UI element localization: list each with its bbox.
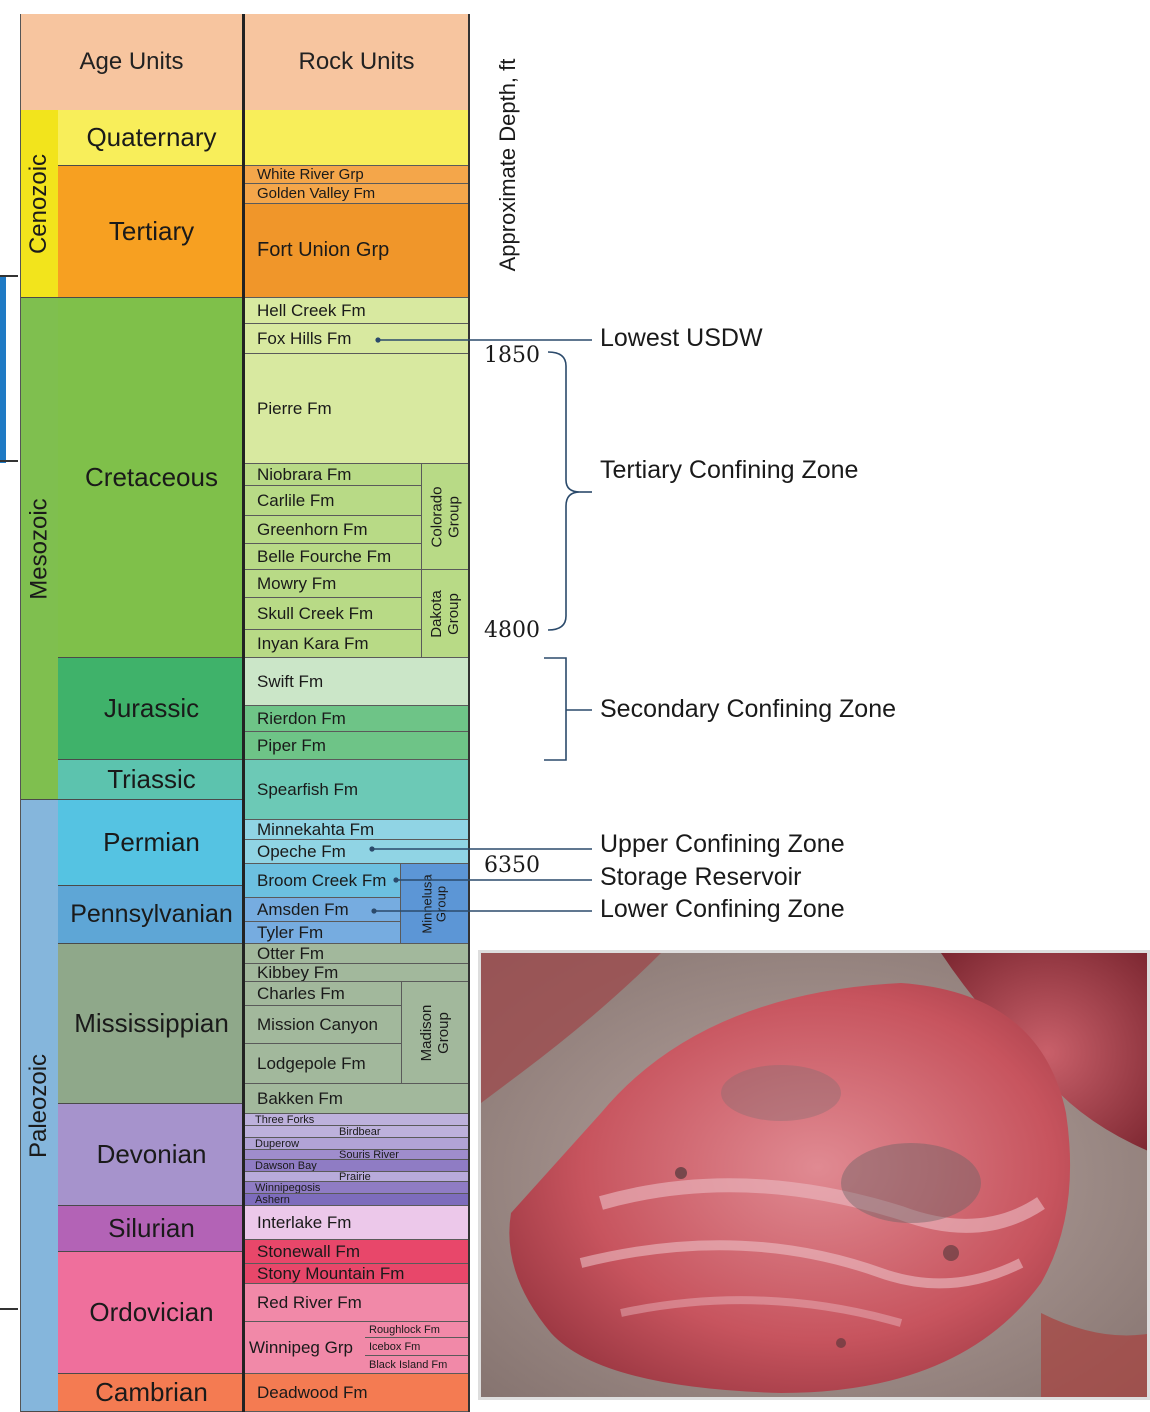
zone-tertiary-confining: Tertiary Confining Zone — [600, 456, 858, 485]
depth-4800: 4800 — [484, 618, 540, 643]
rock-sample-photo — [478, 950, 1150, 1400]
zone-upper-confining: Upper Confining Zone — [600, 830, 845, 859]
zone-lower-confining: Lower Confining Zone — [600, 895, 845, 924]
bracket-secondary — [544, 658, 566, 760]
depth-1850: 1850 — [484, 343, 540, 368]
zone-lowest-usdw: Lowest USDW — [600, 324, 763, 353]
zone-secondary-confining: Secondary Confining Zone — [600, 695, 896, 724]
depth-6350: 6350 — [484, 853, 540, 878]
bracket-tertiary — [548, 352, 580, 630]
zone-storage-reservoir: Storage Reservoir — [600, 863, 801, 892]
rock-core-illustration — [481, 953, 1150, 1400]
